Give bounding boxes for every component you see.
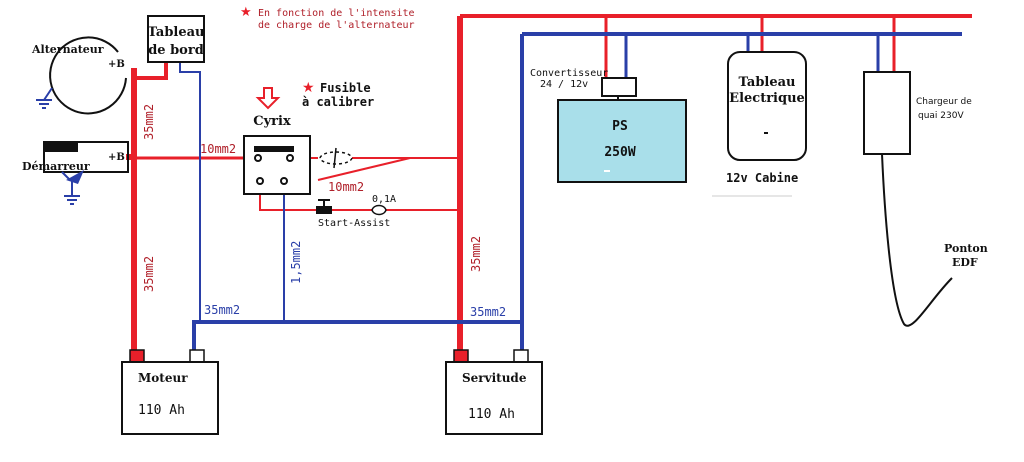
chargeur-box [863,71,911,155]
tableau-elec-line2: Electrique [729,91,805,106]
alternateur-label: Alternateur [31,43,104,56]
fuse-symbol [319,151,353,165]
servitude-capacity: 110 Ah [468,407,515,422]
note: ★ En fonction de l'intensite de charge d… [240,5,415,31]
moteur-neg-terminal [189,349,205,363]
fuse-star-icon: ★ [302,80,315,96]
tableau-bord-red-wire [134,62,168,80]
moteur-battery-box [121,361,219,435]
moteur-capacity: 110 Ah [138,403,185,418]
alt-ground-line [43,87,53,101]
tableau-elec-line1: Tableau [738,75,795,90]
dem-ground-icon [64,180,80,205]
moteur-cable-label: 35mm2 [142,256,156,292]
start-assist-fuse-icon [371,204,387,216]
demarreur-label: Démarreur [22,160,90,173]
alternateur-terminal-label: +B [108,59,125,70]
ground-right-label: 35mm2 [470,305,506,319]
tableau-bord-line2: de bord [148,43,204,58]
convertisseur-line1: Convertisseur [530,68,608,79]
negative-wires [179,32,962,360]
demarreur-body [43,141,129,173]
ps-line1: PS [612,119,628,134]
demarreur-plate [44,142,78,152]
ground-left-wire [192,320,522,360]
note-line1: En fonction de l'intensite [258,8,415,19]
tableau-bord-line1: Tableau [147,25,204,40]
ground-left-label: 35mm2 [204,303,240,317]
alt-ground-icon [36,99,52,109]
tableau-elec-box [727,51,807,161]
start-assist-label: Start-Assist [318,218,390,229]
cyrix-terminal-4 [280,177,288,185]
wire-labels: 35mm2 10mm2 10mm2 35mm2 1,5mm2 35mm2 35m… [142,104,506,319]
cyrix-terminal-3 [256,177,264,185]
ps-box [557,99,687,183]
note-line2: de charge de l'alternateur [258,20,415,31]
servitude-name: Servitude [462,371,527,385]
moteur-pos-terminal [129,349,145,363]
cyrix-terminal-1 [254,154,262,162]
tableau-electrique: Tableau Electrique 12v Cabine [712,51,807,197]
chargeur-line2: quai 230V [918,111,964,121]
tableau-bord-blue-wire [179,62,201,322]
servitude-cable-label: 35mm2 [469,236,483,272]
servitude-neg-terminal [513,349,529,363]
alternateur-body [49,36,127,115]
convertisseur-line2: 24 / 12v [540,79,588,90]
convertisseur: Convertisseur 24 / 12v [530,68,637,100]
start-assist-fuse-label: 0,1A [372,194,396,205]
servitude-battery-box [445,361,543,435]
cyrix-label: Cyrix [253,114,291,129]
battery-moteur: Moteur 110 Ah [121,349,219,435]
note-star-icon: ★ [240,5,252,20]
alt-cable-label: 35mm2 [142,104,156,140]
convertisseur-box [601,77,637,97]
tableau-de-bord: Tableau de bord [147,15,205,63]
chargeur-quai: Chargeur de quai 230V Ponton EDF [863,71,988,327]
cabine-label: 12v Cabine [726,171,798,185]
cyrix-box [243,135,311,195]
tableau-bord-box [147,15,205,63]
chargeur-line1: Chargeur de [916,97,972,107]
demarreur-terminal-label: +B [108,152,125,163]
cyrix: Cyrix [243,87,311,195]
cyrix-terminal-bar [254,146,294,152]
demarreur: Démarreur +B [22,141,129,205]
signal-cable-label: 1,5mm2 [289,241,303,284]
start-assist-switch-icon [316,206,332,214]
ponton-line2: EDF [952,256,978,269]
cyrix-terminal-2 [286,154,294,162]
fuse-lower-diagonal [317,157,411,181]
ponton-line1: Ponton [944,242,988,255]
start-assist: 0,1A Start-Assist [316,194,396,229]
cyrix-arrow-icon [255,87,281,110]
moteur-name: Moteur [138,371,188,385]
cyrix-out-label: 10mm2 [328,180,364,194]
fuse: ★ Fusible à calibrer [302,80,374,169]
servitude-pos-terminal [453,349,469,363]
cyrix-in-label: 10mm2 [200,142,236,156]
ponton-cable [881,153,953,327]
ps-unit: PS 250W [557,99,687,183]
fuse-note-line2: à calibrer [302,95,374,109]
alternateur: Alternateur +B [31,36,127,115]
fuse-slash [333,147,337,169]
demarreur-arrow [66,170,84,184]
battery-servitude: Servitude 110 Ah [445,349,543,435]
ps-line2: 250W [604,145,635,160]
fuse-note-line1: Fusible [320,81,371,95]
